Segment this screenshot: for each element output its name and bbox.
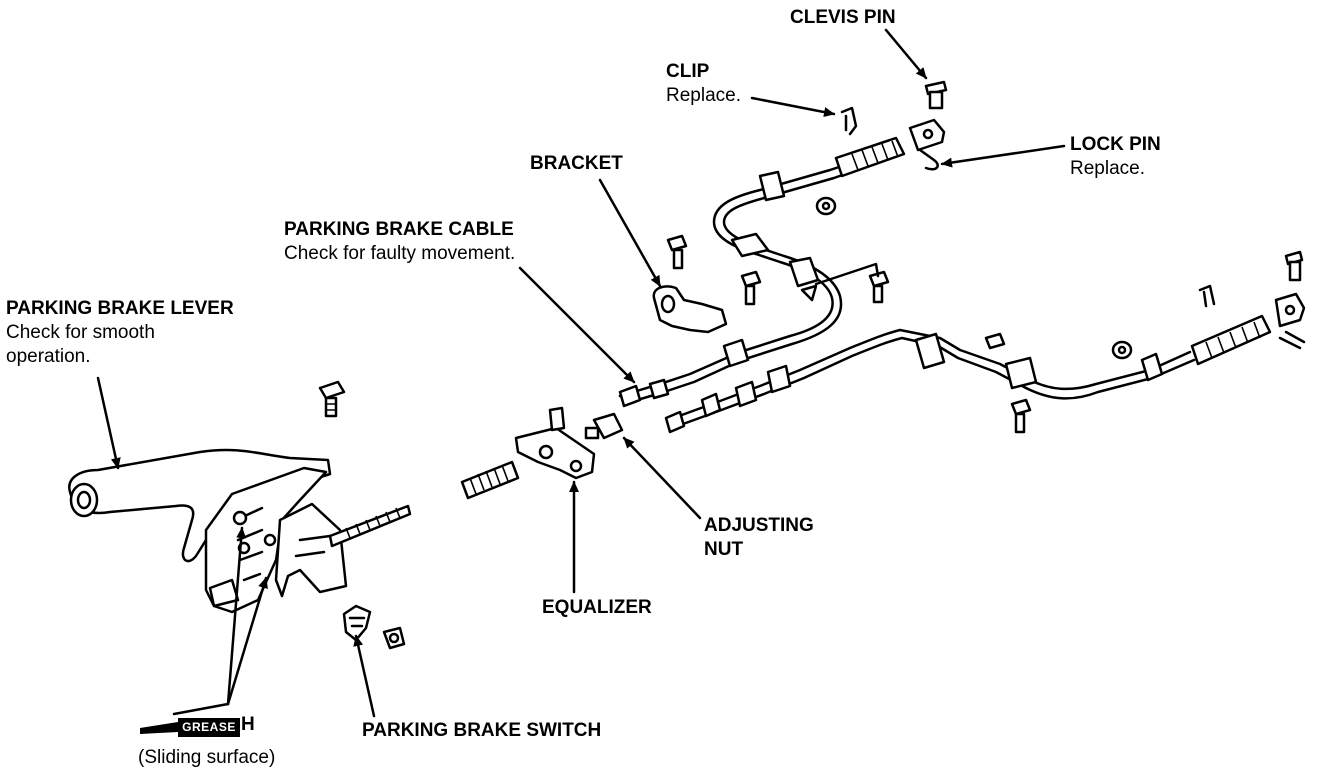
lock-pin-note: Replace. bbox=[1070, 158, 1145, 179]
adjusting-nut-title-2: NUT bbox=[704, 539, 744, 560]
parking-brake-cable-note: Check for faulty movement. bbox=[284, 243, 516, 264]
parking-brake-lever-label: PARKING BRAKE LEVER Check for smooth ope… bbox=[6, 297, 234, 369]
nut-icon bbox=[1111, 340, 1133, 360]
right-parking-brake-cable bbox=[664, 292, 1306, 434]
lock-pin-icon bbox=[918, 148, 939, 171]
grease-brush-icon bbox=[140, 722, 178, 734]
bolt-icon bbox=[984, 332, 1006, 350]
grease-tag: GREASE bbox=[178, 718, 240, 737]
clip-label: CLIP Replace. bbox=[666, 60, 741, 108]
bolt-icon bbox=[318, 380, 346, 418]
bracket-label: BRACKET bbox=[530, 152, 623, 176]
parking-brake-lever-note-1: Check for smooth bbox=[6, 322, 155, 343]
equalizer-label: EQUALIZER bbox=[542, 596, 652, 620]
spring-icon bbox=[460, 460, 520, 500]
grease-suffix: H bbox=[241, 714, 255, 735]
parking-brake-lever-note-2: operation. bbox=[6, 346, 91, 367]
grease-note-label: (Sliding surface) bbox=[138, 746, 275, 770]
grease-note: (Sliding surface) bbox=[138, 747, 276, 768]
bracket-title: BRACKET bbox=[530, 153, 623, 174]
parking-brake-lever-title: PARKING BRAKE LEVER bbox=[6, 298, 234, 319]
clevis-pin-icon bbox=[1284, 250, 1304, 282]
equalizer-title: EQUALIZER bbox=[542, 597, 652, 618]
adjusting-nut-drawing bbox=[584, 412, 624, 440]
bracket-drawing bbox=[652, 285, 728, 334]
clevis-pin-icon bbox=[924, 80, 948, 110]
clevis-pin-title: CLEVIS PIN bbox=[790, 7, 896, 28]
bolt-icon bbox=[666, 234, 688, 270]
clip-note: Replace. bbox=[666, 85, 741, 106]
clevis-pin-label: CLEVIS PIN bbox=[790, 6, 896, 30]
lock-pin-icon bbox=[1278, 330, 1306, 350]
clip-icon bbox=[1198, 284, 1216, 308]
adjusting-nut-title-1: ADJUSTING bbox=[704, 515, 814, 536]
clip-title: CLIP bbox=[666, 61, 710, 82]
parking-brake-cable-title: PARKING BRAKE CABLE bbox=[284, 219, 514, 240]
clip-icon bbox=[840, 106, 858, 136]
bolt-icon bbox=[1010, 398, 1032, 434]
leader-lines bbox=[96, 28, 1066, 718]
parking-brake-switch-drawing bbox=[342, 604, 406, 650]
lock-pin-title: LOCK PIN bbox=[1070, 134, 1161, 155]
parking-brake-switch-label: PARKING BRAKE SWITCH bbox=[362, 719, 601, 743]
bolt-icon bbox=[740, 270, 762, 306]
nut-icon bbox=[815, 196, 837, 216]
lock-pin-label: LOCK PIN Replace. bbox=[1070, 133, 1161, 181]
parking-brake-switch-title: PARKING BRAKE SWITCH bbox=[362, 720, 602, 741]
equalizer-drawing bbox=[514, 406, 596, 480]
adjusting-nut-label: ADJUSTING NUT bbox=[704, 514, 814, 562]
parking-brake-cable-label: PARKING BRAKE CABLE Check for faulty mov… bbox=[284, 218, 515, 266]
left-parking-brake-cable bbox=[618, 118, 946, 408]
parking-brake-lever-drawing bbox=[68, 448, 412, 614]
bolt-icon bbox=[868, 270, 890, 304]
